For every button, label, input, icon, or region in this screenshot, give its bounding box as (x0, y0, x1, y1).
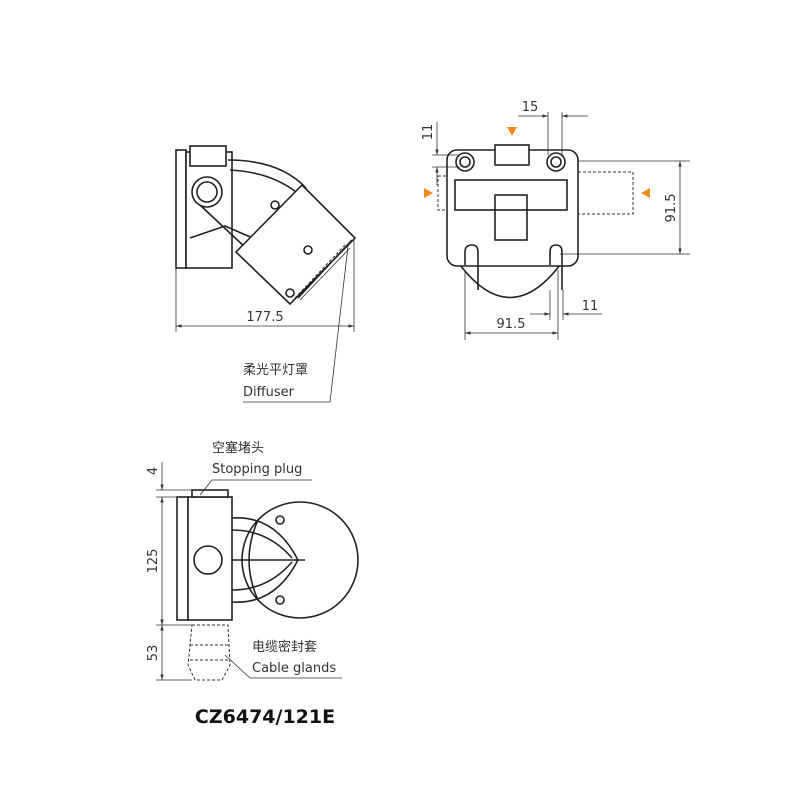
dim-left-label: 11 (421, 124, 436, 141)
cable-gland-bottom (187, 624, 231, 681)
lamp-head (234, 183, 357, 306)
gland-label-en: Cable glands (252, 661, 336, 676)
diffuser-label-en: Diffuser (243, 385, 295, 400)
mount-hole-tl (455, 152, 475, 172)
top-plug (189, 145, 227, 167)
arm-upper (227, 159, 307, 189)
gland-hole-inner (196, 181, 218, 203)
dim-horizontal-label: 91.5 (497, 317, 526, 332)
dim-gland-label: 53 (146, 645, 161, 662)
mounting-plate-top (176, 496, 189, 621)
diffuser-label-cn: 柔光平灯罩 (243, 363, 308, 378)
plug-label-en: Stopping plug (212, 462, 302, 477)
junction-box (185, 151, 233, 269)
stopping-plug (191, 489, 229, 498)
view-arrow-right-icon (641, 188, 650, 198)
dim-vertical-label: 91.5 (664, 194, 679, 223)
dim-plug-label: 4 (146, 467, 161, 475)
gland-label-cn: 电缆密封套 (252, 639, 317, 655)
front-view: 91.5 15 11 91.5 11 (421, 100, 690, 340)
dim-bottom-label: 11 (582, 299, 599, 314)
view-arrow-left-icon (424, 188, 433, 198)
top-view: 4 125 53 空塞堵头 Stopping plug 电缆密封套 Cable … (146, 440, 359, 681)
mount-hole-tr (546, 152, 566, 172)
diffuser-lines (294, 244, 346, 299)
mounting-plate (175, 149, 187, 269)
dim-top-label: 15 (522, 100, 539, 115)
top-plug-front (494, 144, 530, 166)
cable-gland-right (577, 171, 634, 215)
cable-gland-left (437, 175, 448, 211)
plug-label-cn: 空塞堵头 (212, 440, 264, 456)
view-arrow-top-icon (507, 127, 517, 136)
dim-height-label: 125 (146, 549, 161, 574)
dim-width-label: 177.5 (246, 310, 283, 325)
side-view: 177.5 柔光平灯罩 Diffuser (175, 145, 357, 403)
gland-hole-outer (191, 176, 223, 208)
lamp-arc (458, 264, 562, 299)
model-title: CZ6474/121E (195, 706, 335, 728)
